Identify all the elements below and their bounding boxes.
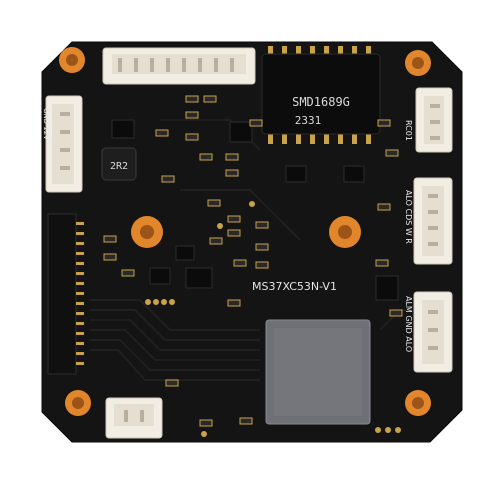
- mounting-holes: [59, 47, 431, 416]
- ic-chip: [185, 267, 213, 289]
- transformer-date-code: 2331: [295, 114, 322, 127]
- ic-chip: [149, 267, 171, 285]
- ethernet-transformer: SMD1689G 2331: [261, 46, 381, 144]
- silk-right-mid: ALO CDS W R: [404, 190, 413, 244]
- bottom-connector: [105, 397, 163, 439]
- ic-chip: [229, 121, 253, 143]
- silk-right-top: RC01: [404, 120, 413, 141]
- silk-left-connector: GND 12V: [42, 108, 50, 140]
- inductor: 2R2: [101, 147, 137, 181]
- smd-components: [103, 95, 403, 427]
- ic-chip: [343, 165, 365, 183]
- ic-chip: [375, 275, 399, 301]
- left-connector: [45, 95, 83, 193]
- ic-chip: [175, 245, 195, 261]
- small-ics: [111, 119, 399, 301]
- board-model-label: MS37XC53N-V1: [252, 280, 337, 293]
- right-connector-bottom: [413, 291, 453, 373]
- right-connector-middle: [413, 177, 453, 265]
- soc-shield: [265, 319, 371, 425]
- right-connector-top: [415, 87, 453, 153]
- top-connector: [102, 47, 256, 85]
- inductor-label: 2R2: [110, 161, 128, 172]
- test-pads: [145, 201, 401, 437]
- silk-right-bottom: ALM GND ALO: [404, 296, 413, 352]
- ic-chip: [111, 119, 135, 139]
- flex-connector: [47, 213, 84, 375]
- ic-chip: [285, 165, 307, 183]
- transformer-part-label: SMD1689G: [292, 95, 350, 109]
